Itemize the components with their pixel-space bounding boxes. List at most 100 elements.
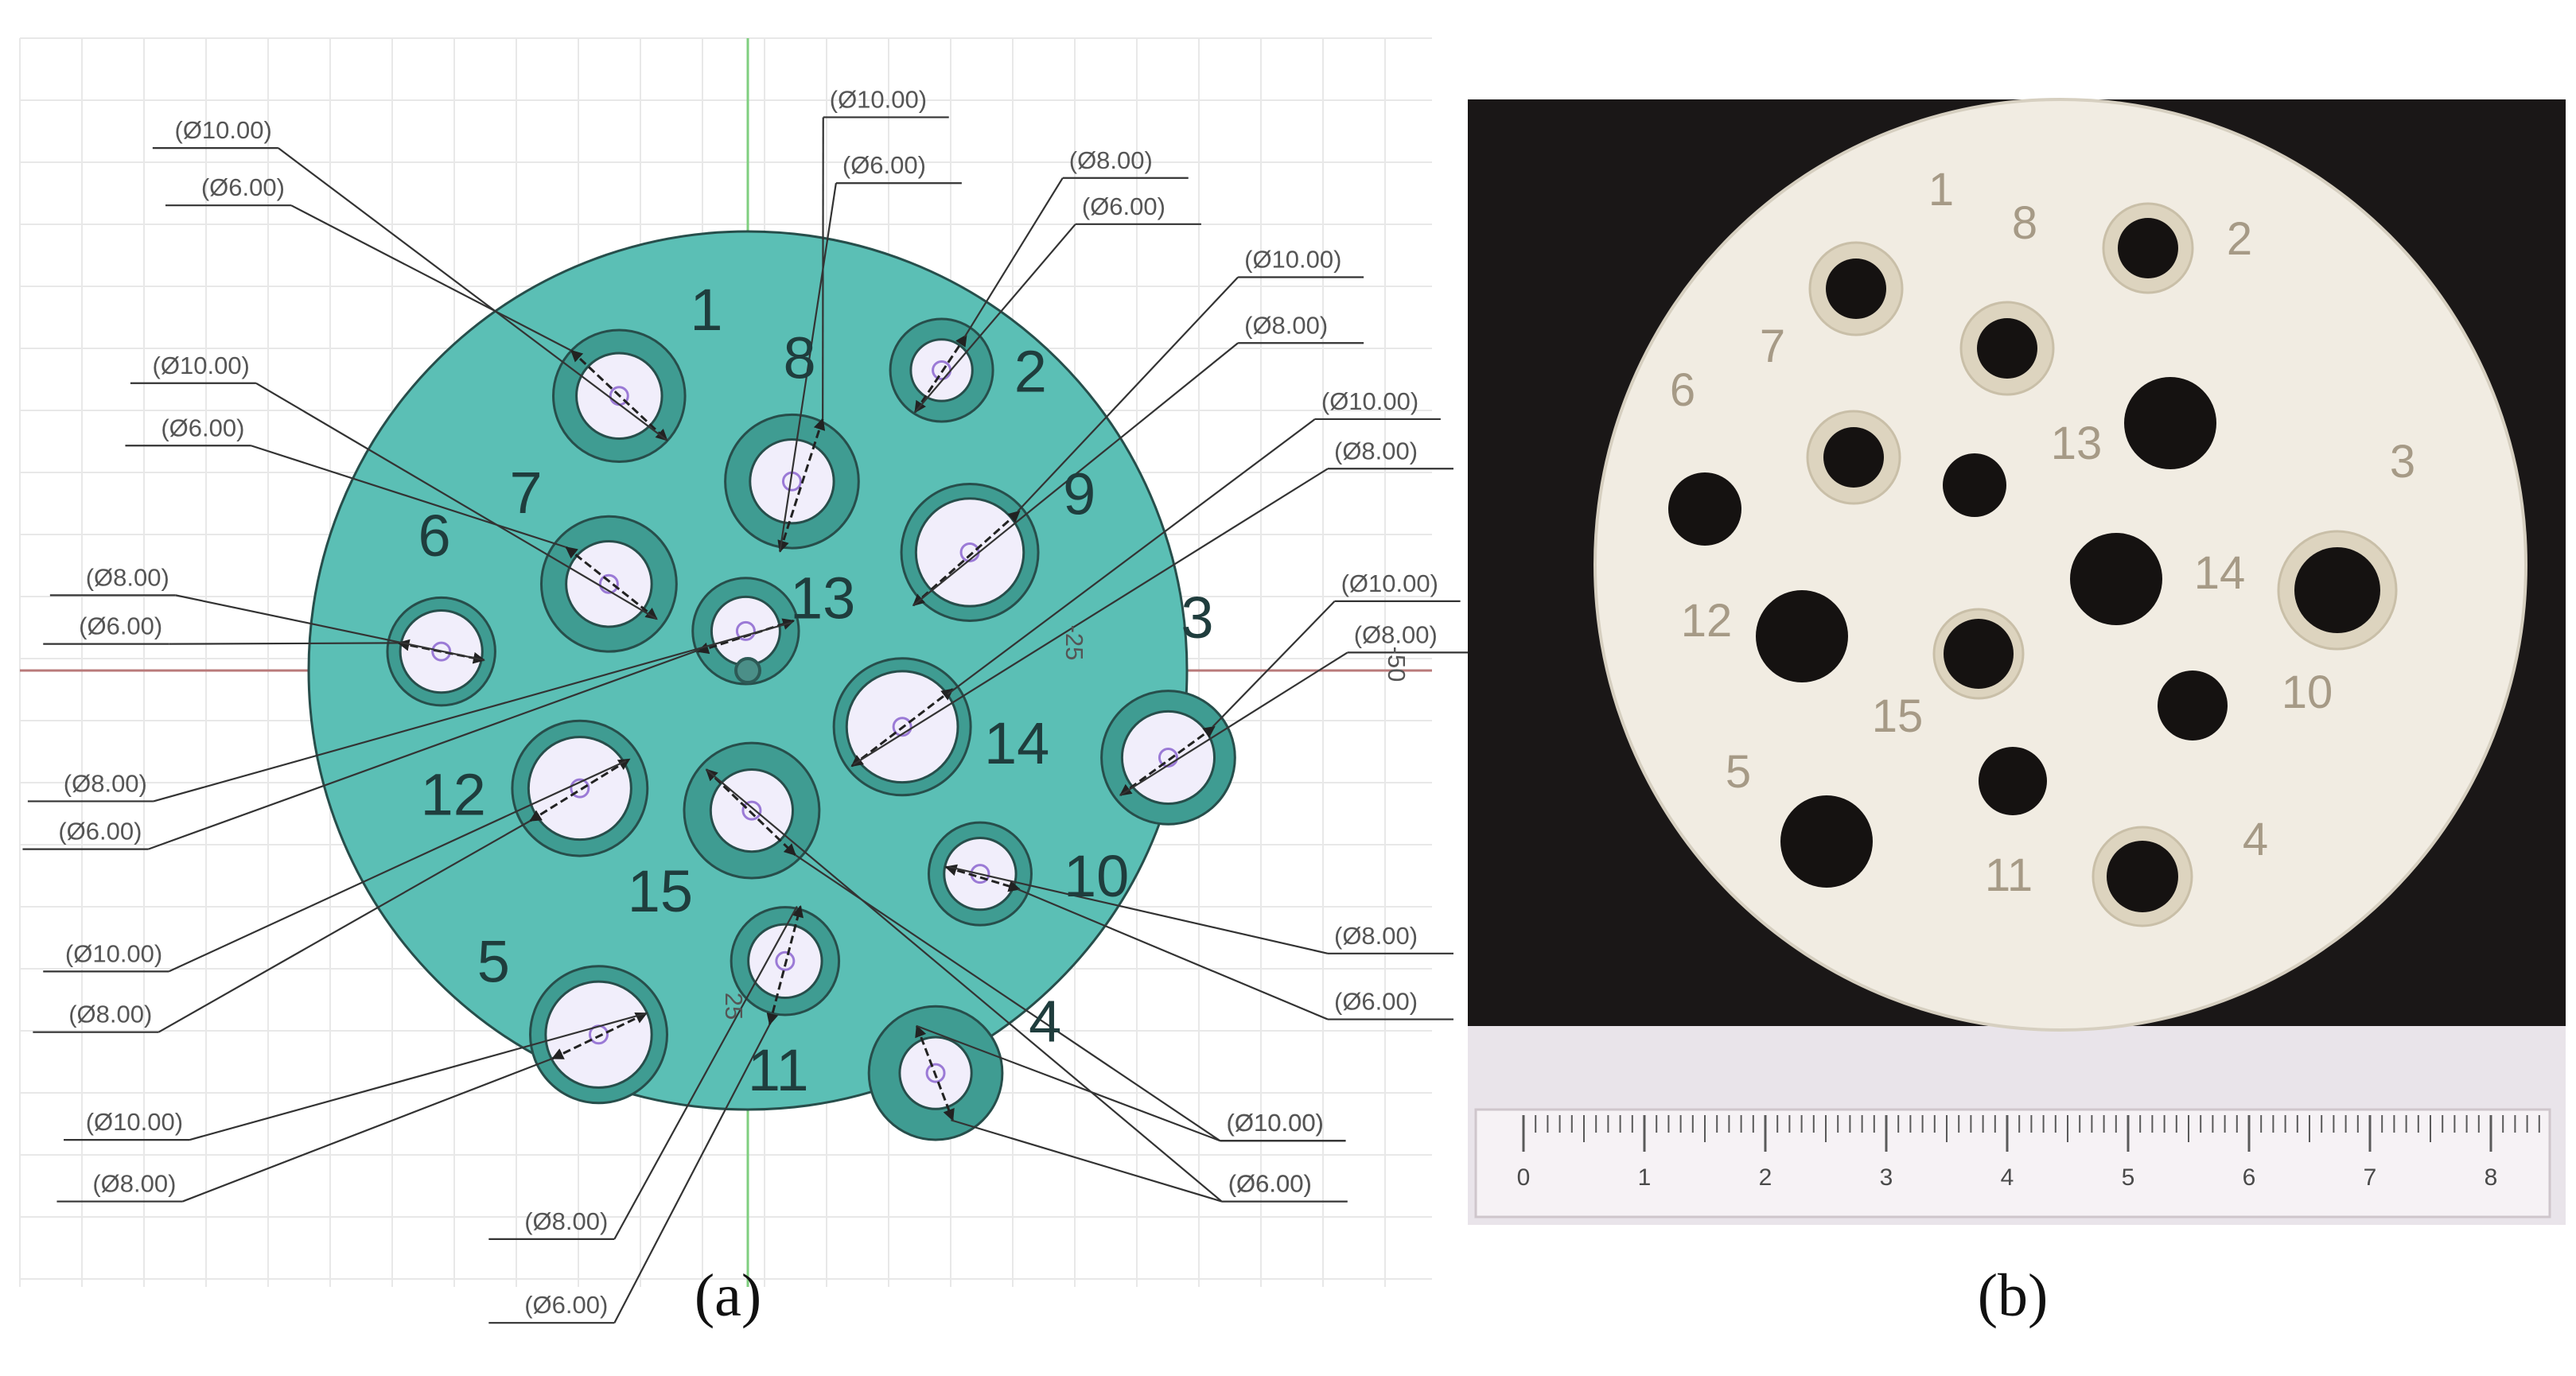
hole-12-bore (527, 736, 632, 842)
axis-label-25: 25 (720, 993, 748, 1020)
cad-drawing-panel: (Ø10.00) (Ø6.00) (Ø8.00) (Ø6.00) (Ø10.00) (Ø8… (19, 37, 1473, 1329)
hole-2-outer-diameter-label: (Ø8.00) (1069, 146, 1153, 174)
hole-9-outer-diameter-label: (Ø10.00) (1244, 245, 1341, 273)
hole-2-inner-diameter-label: (Ø6.00) (1082, 192, 1165, 220)
leader-line (189, 1012, 647, 1141)
hole-number-1: 1 (690, 277, 722, 343)
leader-line (1017, 888, 1329, 1020)
photo-hole (2118, 218, 2178, 278)
photo-number-2: 2 (2227, 213, 2252, 265)
leader-line (175, 594, 484, 661)
hole-2-diameter-line (914, 334, 967, 414)
hole-1-outer-diameter-label: (Ø10.00) (175, 116, 272, 144)
photo-hole (1756, 590, 1848, 682)
leader-line (290, 204, 572, 352)
photo-number-4: 4 (2243, 814, 2268, 865)
hole-7-diameter-line (565, 546, 658, 620)
leader-line (1212, 601, 1336, 728)
leader-line (1119, 651, 1348, 796)
hole-3-diameter-line (1119, 725, 1216, 796)
dimension-leaders (22, 116, 1473, 1324)
hole-12-inner-diameter-label: (Ø8.00) (68, 1001, 152, 1028)
hole-number-8: 8 (784, 325, 816, 391)
hole-6-outer-diameter-label: (Ø8.00) (86, 563, 169, 591)
ruler-mark-1: 1 (1638, 1164, 1652, 1191)
ruler-ticks (1522, 1115, 2540, 1152)
leader-line (916, 1024, 1220, 1142)
leader-line (1017, 276, 1239, 512)
leader-line (613, 1024, 771, 1324)
photo-number-7: 7 (1760, 321, 1785, 372)
leader-line (153, 621, 792, 803)
hole-7-outer-diameter-label: (Ø10.00) (153, 352, 250, 379)
hole-number-11: 11 (748, 1037, 809, 1103)
photo-hole (1780, 795, 1873, 888)
hole-15-outer-diameter-label: (Ø10.00) (1227, 1109, 1324, 1137)
hole-13-outer-diameter-label: (Ø8.00) (64, 769, 147, 797)
hole-number-5: 5 (477, 928, 510, 994)
ruler-mark-5: 5 (2122, 1164, 2135, 1191)
photo-hole (2124, 377, 2216, 469)
ruler-mark-4: 4 (2001, 1164, 2014, 1191)
hole-10-outer-diameter-label: (Ø8.00) (1334, 922, 1418, 950)
ruler-mark-0: 0 (1517, 1164, 1531, 1191)
photo-hole (1944, 619, 2014, 689)
ruler-mark-3: 3 (1880, 1164, 1893, 1191)
photo-hole (1823, 427, 1884, 488)
origin-marker (734, 657, 761, 684)
hole-1-inner-diameter-label: (Ø6.00) (201, 173, 285, 201)
hole-12-outer-diameter-label: (Ø10.00) (65, 939, 162, 967)
hole-15-diameter-line (705, 768, 796, 857)
hole-5-outer-diameter-label: (Ø10.00) (86, 1108, 183, 1136)
leader-line (182, 1057, 553, 1203)
hole-13-inner-diameter-label: (Ø6.00) (58, 818, 142, 845)
leader-line (963, 177, 1064, 338)
ruler-mark-7: 7 (2364, 1164, 2377, 1191)
leader-line (914, 224, 1076, 413)
hole-14-inner-diameter-label: (Ø8.00) (1334, 437, 1418, 464)
hole-number-14: 14 (984, 710, 1049, 776)
hole-1-diameter-line (570, 349, 668, 441)
leader-line (251, 445, 566, 549)
hole-15-inner-diameter-label: (Ø6.00) (1228, 1170, 1312, 1198)
photo-hole (2158, 671, 2228, 740)
photo-hole (1977, 318, 2037, 379)
photo-number-10: 10 (2282, 667, 2333, 718)
leader-line (949, 865, 1329, 954)
hole-7-inner-diameter-label: (Ø6.00) (161, 414, 244, 441)
leader-line (278, 147, 668, 441)
hole-3-inner-diameter-label: (Ø8.00) (1354, 620, 1438, 648)
hole-number-3: 3 (1181, 585, 1213, 651)
photo-hole (2070, 533, 2162, 625)
photo-hole (1826, 258, 1886, 319)
axis-label-neg25: -25 (1060, 625, 1088, 661)
hole-7-bore (565, 539, 653, 628)
hole-3-outer-diameter-label: (Ø10.00) (1341, 569, 1438, 597)
leader-line (947, 418, 1316, 695)
hole-number-10: 10 (1064, 843, 1129, 909)
photo-number-6: 6 (1670, 364, 1695, 416)
photo-hole (2294, 547, 2380, 633)
axis-label-neg50: -50 (1383, 647, 1411, 682)
leader-line (779, 183, 837, 552)
photo-number-8: 8 (2012, 197, 2037, 249)
leader-line (853, 468, 1329, 765)
photo-hole (1979, 747, 2047, 815)
photo-number-5: 5 (1726, 746, 1751, 798)
photo-number-3: 3 (2390, 436, 2415, 488)
hole-number-12: 12 (421, 762, 486, 828)
leader-line (912, 342, 1239, 606)
hole-11-diameter-line (766, 905, 804, 1026)
photo-number-15: 15 (1872, 690, 1924, 742)
hole-number-9: 9 (1063, 461, 1095, 527)
hole-13-bore (710, 595, 781, 667)
hole-9-inner-diameter-label: (Ø8.00) (1244, 311, 1328, 339)
leader-line (706, 768, 1223, 1203)
ruler-mark-8: 8 (2485, 1164, 2498, 1191)
photo-number-1: 1 (1928, 164, 1954, 216)
